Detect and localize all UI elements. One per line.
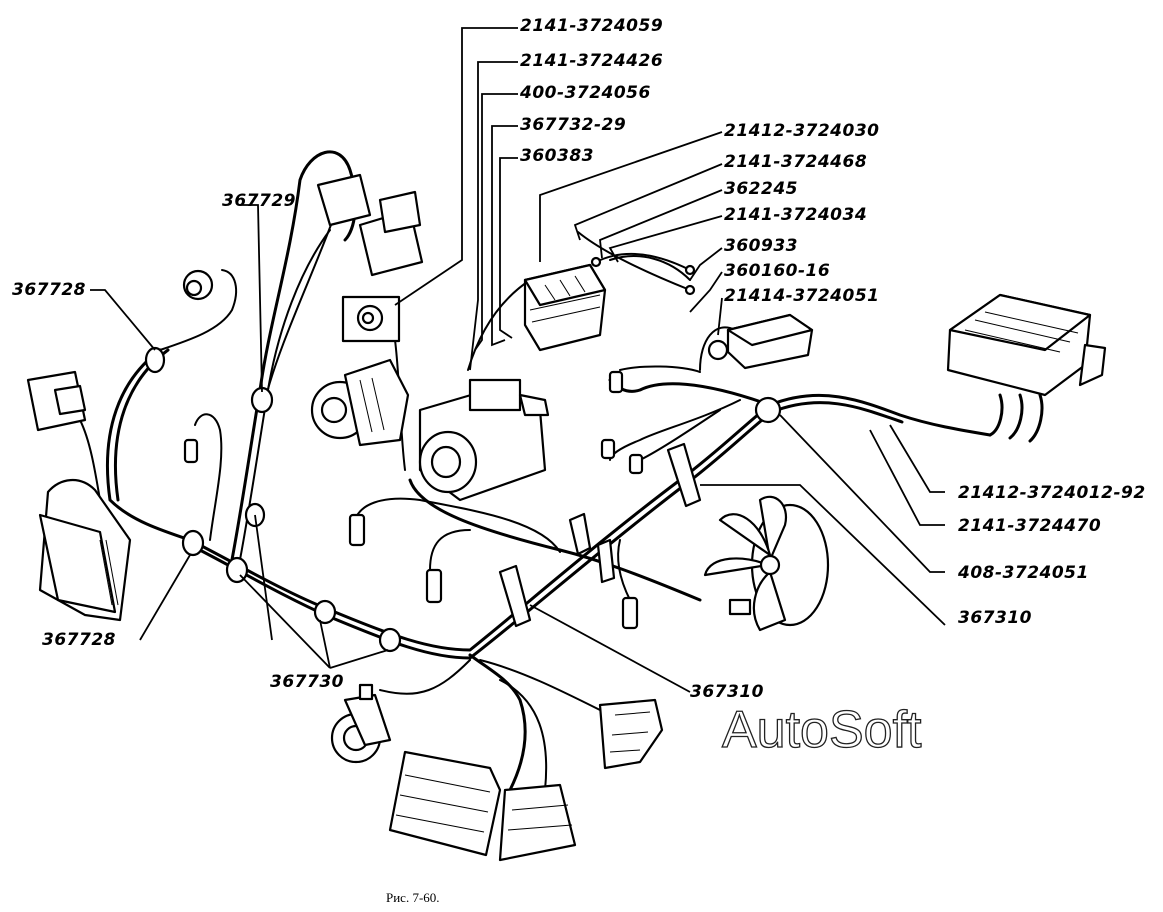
grommet-367728-lower (181, 529, 205, 557)
left-lamp-connector (182, 269, 214, 301)
electronic-control-module (726, 313, 814, 370)
label-367310-middle: 367310 (690, 682, 764, 702)
battery (523, 263, 607, 352)
cooling-fan-motor (703, 495, 830, 632)
right-headlamp (388, 750, 502, 857)
right-side-light (598, 698, 664, 770)
label-367310-right: 367310 (958, 608, 1032, 628)
main-harness-trunk (79, 150, 1044, 792)
grommet-408-3724051 (754, 396, 782, 424)
label-367728-bottom: 367728 (42, 630, 116, 650)
grommet-21414-3724051 (707, 339, 729, 361)
label-360933: 360933 (724, 236, 798, 256)
label-408-3724051: 408-3724051 (958, 563, 1089, 583)
grommet-367728-upper (144, 346, 166, 374)
ground-strap (577, 231, 696, 296)
grommet-367730-c (378, 627, 402, 653)
label-360160-16: 360160-16 (724, 261, 831, 281)
alternator-terminal-box (341, 295, 401, 343)
label-2141-3724426: 2141-3724426 (520, 51, 664, 71)
label-362245: 362245 (724, 179, 798, 199)
leader-lines (90, 27, 946, 693)
label-367728-top: 367728 (12, 280, 86, 300)
autosoft-watermark: AutoSoft (721, 701, 922, 759)
label-21414-3724051: 21414-3724051 (724, 286, 880, 306)
fuse-relay-block (946, 293, 1107, 397)
grommet-367730-b (313, 599, 337, 625)
label-400-3724056: 400-3724056 (520, 83, 651, 103)
label-21412-3724012-92: 21412-3724012-92 (958, 483, 1146, 503)
alternator (310, 358, 410, 447)
figure-caption: Рис. 7-60. (386, 890, 440, 905)
label-360383: 360383 (520, 146, 594, 166)
label-2141-3724034: 2141-3724034 (724, 205, 868, 225)
left-sensor (183, 438, 366, 547)
label-367730: 367730 (270, 672, 344, 692)
left-side-repeater-light (26, 370, 87, 432)
harness-clips (498, 442, 702, 628)
label-367729: 367729 (222, 191, 296, 211)
horn (330, 683, 392, 764)
label-367732-29: 367732-29 (520, 115, 627, 135)
coolant-temperature-sensors (425, 370, 644, 630)
label-21412-3724030: 21412-3724030 (724, 121, 880, 141)
starter-motor (418, 378, 550, 502)
harness-grommets (144, 339, 782, 653)
label-2141-3724468: 2141-3724468 (724, 152, 868, 172)
left-headlamp (38, 479, 132, 622)
front-turn-signal (498, 783, 577, 862)
ignition-module-connectors (316, 173, 424, 277)
label-2141-3724059: 2141-3724059 (520, 16, 664, 36)
label-2141-3724470: 2141-3724470 (958, 516, 1102, 536)
